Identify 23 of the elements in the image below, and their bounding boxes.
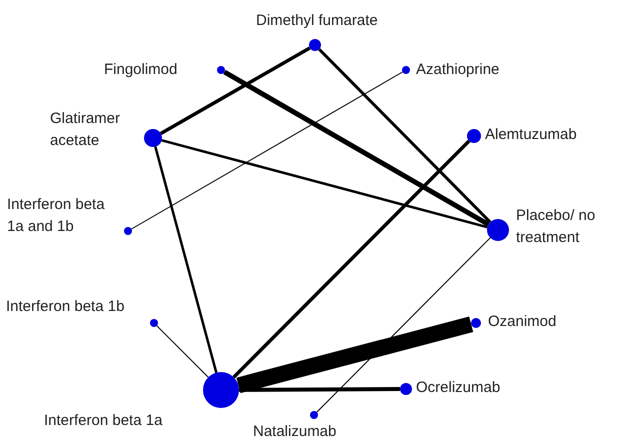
network-line: [236, 316, 474, 394]
node-label: Ozanimod: [488, 312, 558, 332]
node-label: Placebo/ no treatment: [516, 206, 596, 248]
node-label: Azathioprine: [416, 60, 500, 80]
node-label: Interferon beta 1a and 1b: [7, 195, 106, 237]
network-line: [318, 48, 492, 224]
node-label: Ocrelizumab: [416, 378, 502, 398]
node-label: Alemtuzumab: [485, 125, 578, 145]
network-line: [130, 72, 404, 230]
network-line: [223, 70, 490, 227]
network-line: [316, 237, 491, 413]
node-label: Dimethyl fumarate: [256, 11, 379, 31]
network-line: [154, 146, 218, 373]
network-line: [161, 139, 488, 228]
network-line: [156, 325, 209, 378]
network-line: [238, 387, 400, 392]
node-label: Glatiramer acetate: [50, 109, 122, 151]
network-line: [160, 46, 311, 136]
node-label: Interferon beta 1a: [44, 411, 164, 431]
node-label: Natalizumab: [253, 422, 338, 442]
node-label: Interferon beta 1b: [6, 297, 126, 317]
network-line: [232, 140, 470, 378]
node-label: Fingolimod: [104, 60, 178, 80]
